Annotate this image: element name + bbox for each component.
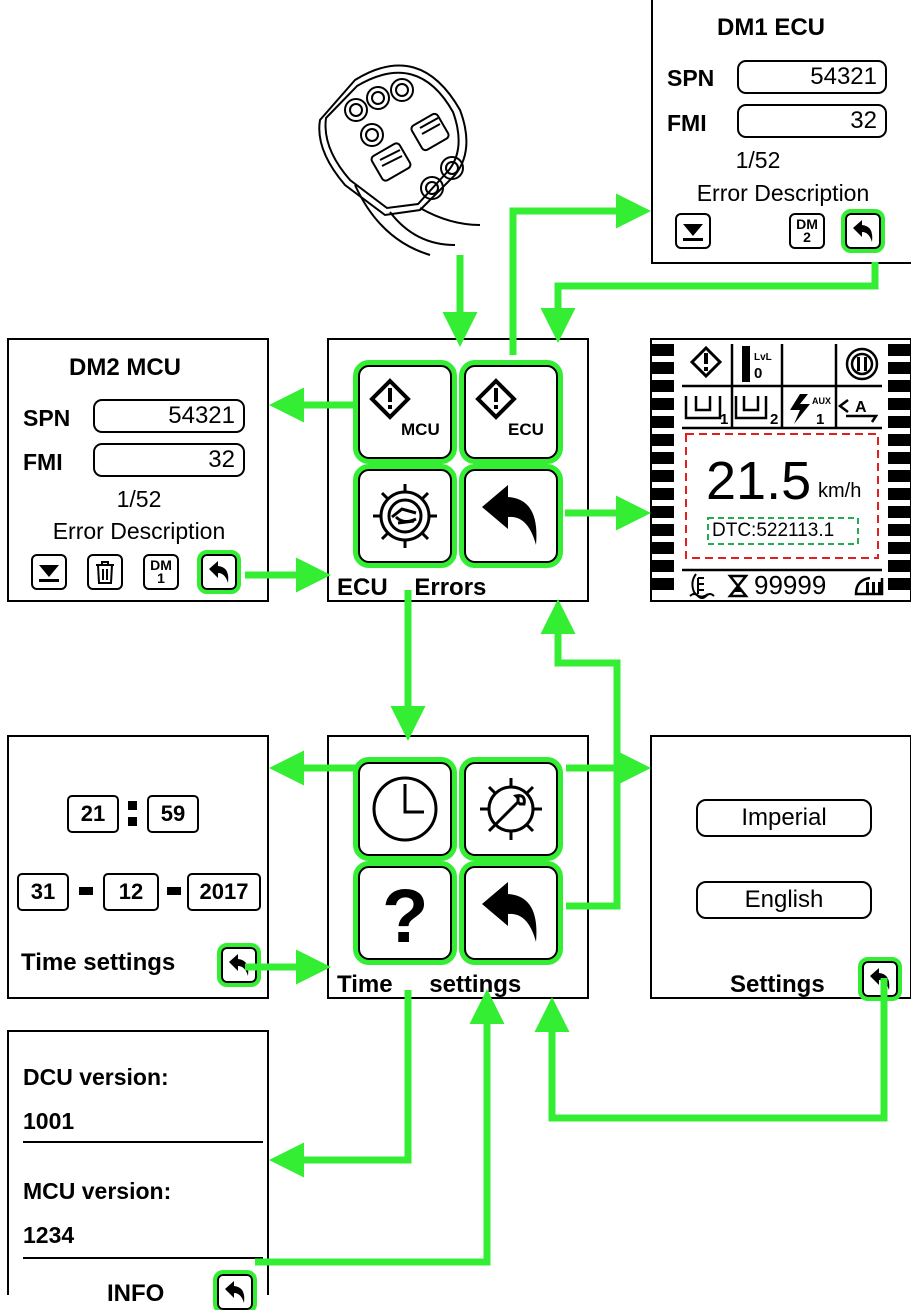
joystick-controller-illustration (0, 0, 911, 1293)
